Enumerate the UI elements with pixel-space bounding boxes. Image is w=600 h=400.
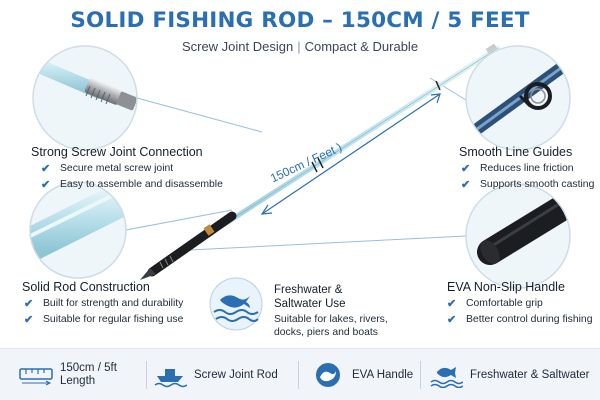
line-guides-callout <box>465 45 571 151</box>
divider <box>420 361 421 389</box>
fishing-rod <box>140 43 501 280</box>
feature-list-line-guides: ✔ Reduces line friction ✔ Supports smooth … <box>461 160 594 192</box>
feature-title-solid-rod: Solid Rod Construction <box>22 280 150 294</box>
screw-joint-callout <box>32 45 138 151</box>
check-icon: ✔ <box>41 162 51 175</box>
bullet-text: Secure metal screw joint <box>60 162 174 174</box>
screw-joint-label: Screw Joint Rod <box>194 368 278 381</box>
fish-wave-icon <box>428 360 464 390</box>
eva-handle-label: EVA Handle <box>352 368 414 381</box>
page-subtitle: Screw Joint Design|Compact & Durable <box>0 39 600 54</box>
feature-list-eva-handle: ✔ Comfortable grip ✔ Better control during… <box>447 295 593 327</box>
bullet-text: Comfortable grip <box>466 297 543 309</box>
page-title: SOLID FISHING ROD – 150CM / 5 FEET <box>70 8 530 33</box>
water-fish-badge <box>209 277 263 331</box>
length-caption: Length <box>60 375 96 387</box>
summary-water: Freshwater & Saltwater <box>428 349 590 400</box>
feature-desc-water-use: Suitable for lakes, rivers, docks, piers… <box>274 314 388 338</box>
feature-bullet: ✔ Comfortable grip <box>447 295 593 311</box>
feature-bullet: ✔ Easy to assemble and disassemble <box>41 176 223 192</box>
feature-bullet: ✔ Built for strength and durability <box>24 295 183 311</box>
bullet-text: Reduces line friction <box>480 162 574 174</box>
water-title-line-2: Saltwater Use <box>274 298 346 310</box>
divider <box>298 361 299 389</box>
bullet-text: Suitable for regular fishing use <box>43 313 184 325</box>
feature-title-line-guides: Smooth Line Guides <box>459 145 573 159</box>
bullet-text: Better control during fishing <box>466 313 593 325</box>
feature-list-screw-joint: ✔ Secure metal screw joint ✔ Easy to assem… <box>41 160 223 192</box>
summary-eva-handle: EVA Handle <box>310 349 413 400</box>
feature-list-solid-rod: ✔ Built for strength and durability ✔ Suit… <box>24 295 183 327</box>
wave-icon <box>310 360 346 390</box>
feature-bullet: ✔ Better control during fishing <box>447 311 593 327</box>
check-icon: ✔ <box>461 178 471 191</box>
feature-title-water-use: Freshwater & Saltwater Use <box>274 283 346 311</box>
callout-connectors <box>125 77 467 251</box>
summary-screw-joint: Screw Joint Rod <box>152 349 278 400</box>
eva-handle-callout <box>465 183 571 289</box>
check-icon: ✔ <box>447 313 457 326</box>
water-label: Freshwater & Saltwater <box>470 368 590 381</box>
feature-summary-bar: 150cm / 5ft Length Screw Joint Rod EVA H… <box>0 348 600 400</box>
check-icon: ✔ <box>41 178 51 191</box>
feature-bullet: ✔ Supports smooth casting <box>461 176 594 192</box>
summary-length: 150cm / 5ft Length <box>18 349 117 400</box>
water-title-line-1: Freshwater & <box>274 284 343 296</box>
check-icon: ✔ <box>447 297 457 310</box>
feature-bullet: ✔ Secure metal screw joint <box>41 160 223 176</box>
bullet-text: Easy to assemble and disassemble <box>60 178 223 190</box>
boat-icon <box>152 360 188 390</box>
check-icon: ✔ <box>461 162 471 175</box>
subtitle-separator: | <box>297 39 301 54</box>
check-icon: ✔ <box>24 313 34 326</box>
subtitle-screw: Screw Joint Design <box>181 39 294 54</box>
feature-bullet: ✔ Suitable for regular fishing use <box>24 311 183 327</box>
check-icon: ✔ <box>24 297 34 310</box>
feature-bullet: ✔ Reduces line friction <box>461 160 594 176</box>
divider <box>146 361 147 389</box>
length-arrow <box>260 93 441 215</box>
bullet-text: Supports smooth casting <box>480 178 595 190</box>
feature-title-screw-joint: Strong Screw Joint Connection <box>31 145 203 159</box>
bullet-text: Built for strength and durability <box>43 297 184 309</box>
feature-title-eva-handle: EVA Non-Slip Handle <box>447 280 565 294</box>
solid-rod-callout <box>29 181 127 279</box>
subtitle-compact: Compact & Durable <box>304 39 419 54</box>
length-value: 150cm / 5ft <box>60 362 117 374</box>
ruler-icon <box>18 360 54 390</box>
